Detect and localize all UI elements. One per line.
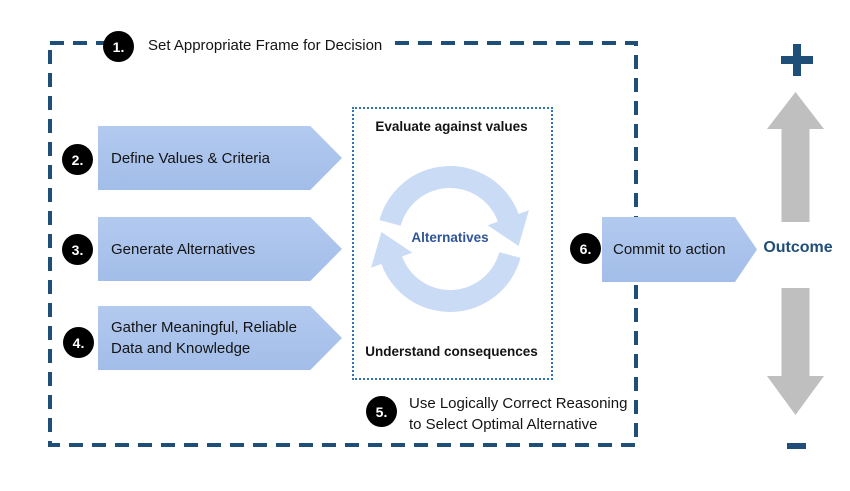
positive-outcome-arrow-icon (767, 92, 824, 222)
step-5-label: Use Logically Correct Reasoning to Selec… (409, 395, 628, 433)
understand-consequences-label: Understand consequences (365, 344, 538, 359)
step-5-number: 5. (375, 403, 388, 420)
step-6-label: Commit to action (613, 241, 726, 258)
step-2-badge: 2. (62, 144, 93, 175)
step-4-badge: 4. (63, 327, 94, 358)
step-4-number: 4. (72, 334, 85, 351)
step-2-label: Define Values & Criteria (111, 149, 270, 167)
step-3-badge: 3. (62, 234, 93, 265)
step-4-arrow: Gather Meaningful, Reliable Data and Kno… (98, 306, 342, 370)
step-1-number: 1. (112, 38, 125, 55)
alternatives-label: Alternatives (411, 230, 489, 245)
step-3-arrow: Generate Alternatives (98, 217, 342, 281)
negative-outcome-arrow-icon (767, 288, 824, 415)
step-6-badge: 6. (570, 233, 601, 264)
step-2-number: 2. (71, 151, 84, 168)
step-6-number: 6. (579, 240, 592, 257)
commit-to-action-arrow: Commit to action (602, 217, 757, 282)
step-4-label: Gather Meaningful, Reliable Data and Kno… (111, 319, 297, 357)
plus-icon (781, 44, 813, 76)
minus-icon (787, 443, 806, 449)
step-1-label: Set Appropriate Frame for Decision (139, 34, 392, 58)
step-1-badge: 1. (103, 31, 134, 62)
evaluate-against-values-label: Evaluate against values (375, 119, 528, 134)
step-3-label: Generate Alternatives (111, 240, 256, 258)
outcome-label: Outcome (763, 239, 833, 256)
step-5-badge: 5. (366, 396, 397, 427)
step-2-arrow: Define Values & Criteria (98, 126, 342, 190)
step-3-number: 3. (71, 241, 84, 258)
